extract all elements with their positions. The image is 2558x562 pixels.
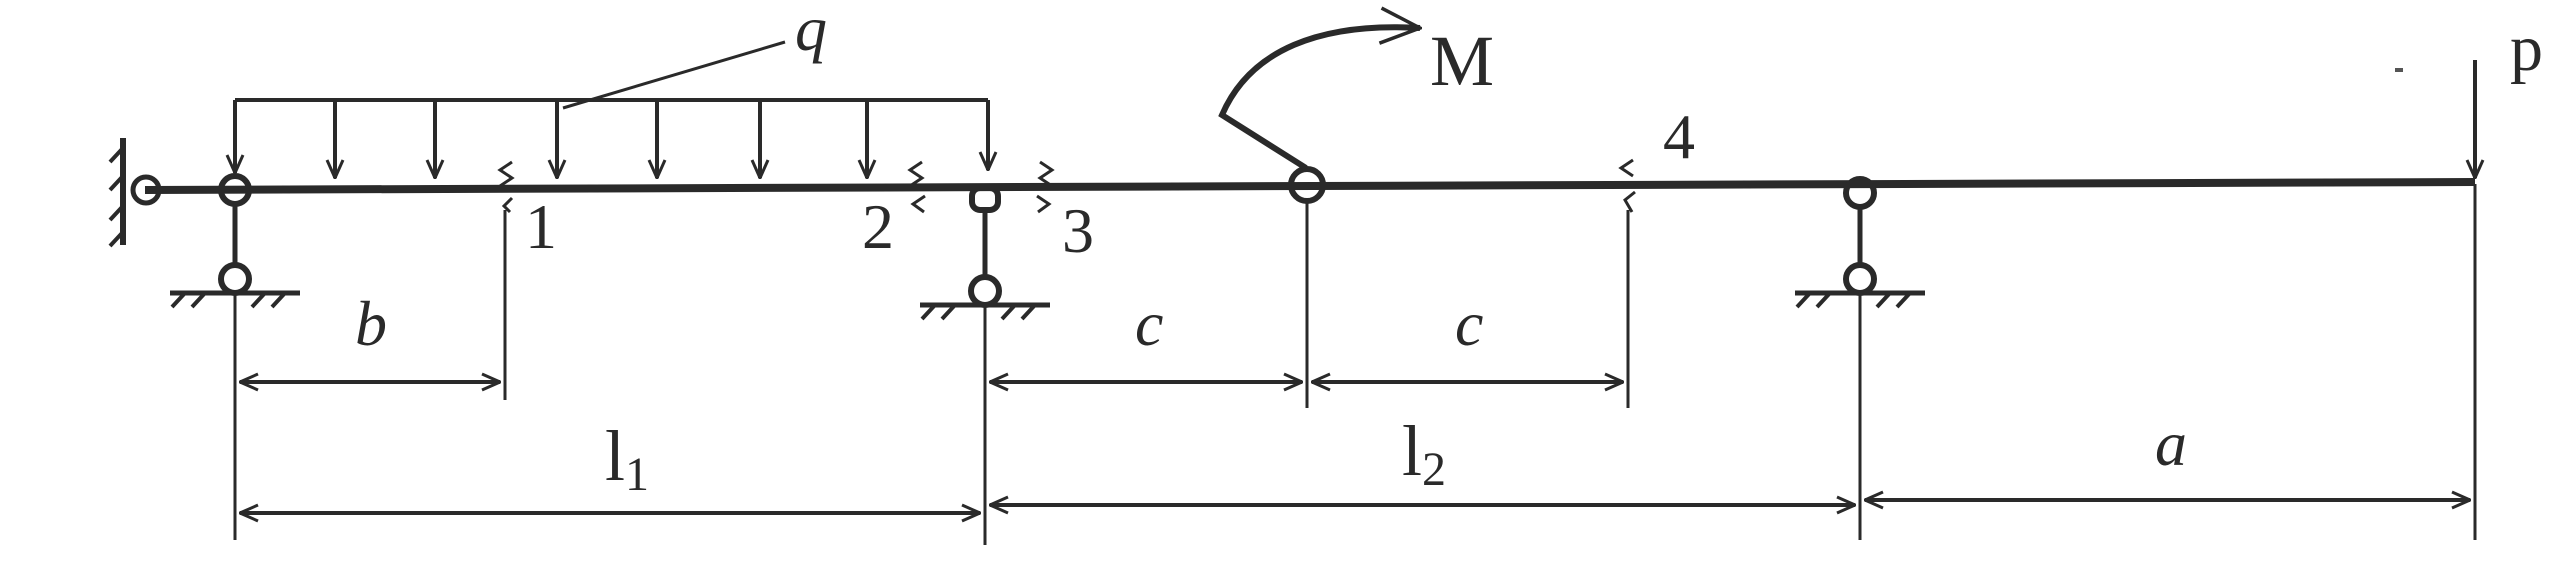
moment-arrow [1218, 27, 1420, 171]
support-a [170, 173, 300, 309]
support-b [920, 185, 1050, 321]
beam [144, 178, 2476, 194]
label-c-right: c [1455, 288, 1483, 359]
left-wall-support [108, 138, 222, 248]
label-l1-base: l [605, 416, 625, 496]
label-p: p [2510, 12, 2543, 85]
label-l2-sub: 2 [1422, 443, 1446, 496]
label-l1: l1 [605, 416, 649, 501]
extension-lines [233, 184, 2477, 545]
dimension-lines [240, 382, 2470, 513]
label-l2-base: l [1402, 411, 1422, 491]
label-a: a [2155, 408, 2187, 479]
label-m: M [1430, 21, 1494, 101]
label-b: b [355, 288, 387, 359]
label-section-4: 4 [1663, 101, 1695, 172]
label-l1-sub: 1 [625, 448, 649, 501]
label-c-left: c [1135, 288, 1163, 359]
distributed-load [235, 40, 988, 178]
label-section-1: 1 [525, 191, 557, 262]
section-marks [497, 158, 1636, 214]
support-c [1795, 176, 1925, 309]
speck-mark [2395, 68, 2403, 72]
label-section-2: 2 [862, 191, 894, 262]
label-q: q [795, 0, 827, 64]
label-l2: l2 [1402, 411, 1446, 496]
label-section-3: 3 [1062, 195, 1094, 266]
